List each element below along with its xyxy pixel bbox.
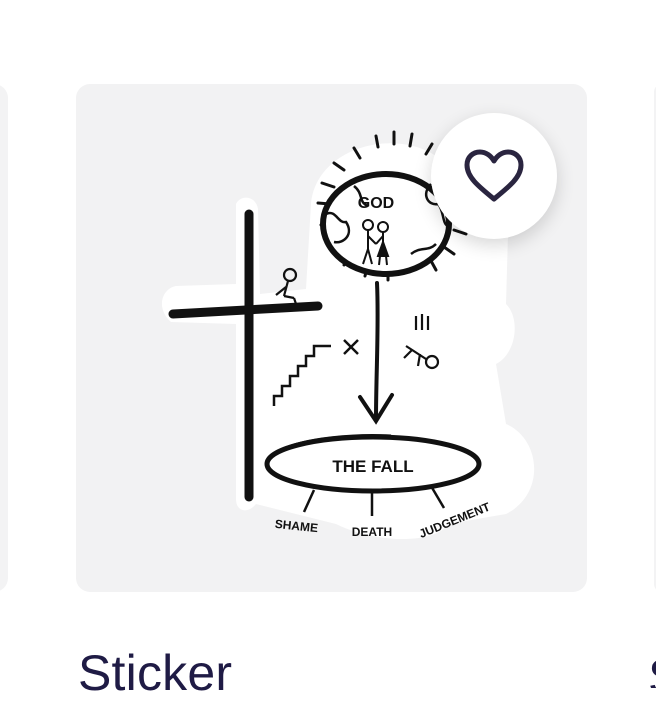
previous-card-edge[interactable] [0, 84, 8, 592]
shame-label: SHAME [274, 517, 319, 535]
favorite-button[interactable] [431, 113, 557, 239]
cross-drawing [168, 209, 323, 502]
kneeling-figure [275, 267, 298, 305]
globe-drawing: GOD [320, 171, 452, 277]
heart-outline-icon [464, 149, 524, 202]
fall-ellipse: THE FALL [264, 434, 482, 494]
falling-figure [403, 314, 440, 370]
fall-arrow [358, 281, 394, 425]
death-label: DEATH [352, 525, 392, 539]
next-card-edge[interactable] [654, 84, 656, 592]
next-card-title-fragment[interactable]: S [648, 648, 656, 688]
sticker-artwork: GOD [161, 130, 535, 541]
consequence-lines [302, 485, 446, 516]
god-label: GOD [358, 195, 394, 212]
product-title[interactable]: Sticker [78, 645, 233, 701]
broken-stairs [272, 339, 359, 406]
the-fall-label: THE FALL [332, 457, 413, 476]
